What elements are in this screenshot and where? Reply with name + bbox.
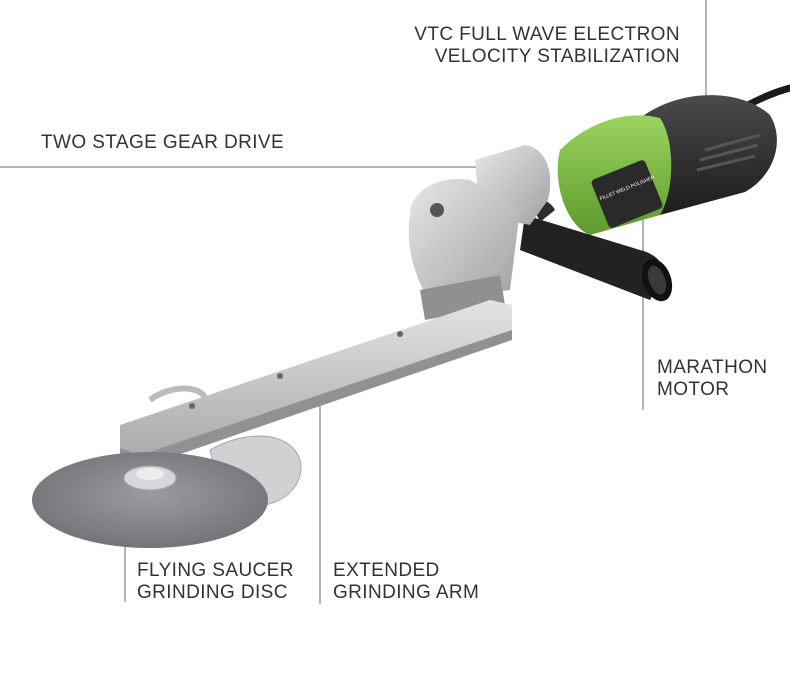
callout-motor-line2: MOTOR — [657, 379, 730, 400]
callout-disc-line2: GRINDING DISC — [137, 582, 288, 603]
flying-saucer-grinding-disc — [32, 452, 268, 548]
callout-arm: EXTENDED GRINDING ARM — [333, 560, 479, 604]
callout-vtc-line2: VELOCITY STABILIZATION — [434, 46, 680, 67]
callout-disc: FLYING SAUCER GRINDING DISC — [137, 560, 294, 604]
callout-motor: MARATHON MOTOR — [657, 357, 768, 401]
callout-disc-line1: FLYING SAUCER — [137, 560, 294, 581]
extended-grinding-arm — [120, 300, 512, 468]
motor-housing — [636, 95, 777, 215]
callout-vtc-line1: VTC FULL WAVE ELECTRON — [414, 24, 680, 45]
callout-gear-line1: TWO STAGE GEAR DRIVE — [41, 132, 285, 153]
side-handle — [520, 198, 673, 302]
disc-guard — [209, 435, 302, 506]
callout-arm-line2: GRINDING ARM — [333, 582, 480, 603]
callout-arm-line1: EXTENDED — [333, 560, 440, 581]
product-label-plate — [591, 160, 663, 228]
callout-gear: TWO STAGE GEAR DRIVE — [41, 132, 284, 154]
callout-motor-line1: MARATHON — [657, 357, 768, 378]
callout-vtc: VTC FULL WAVE ELECTRON VELOCITY STABILIZ… — [380, 24, 680, 68]
motor-green-body: FILLET WELD POLISHER — [557, 115, 672, 235]
